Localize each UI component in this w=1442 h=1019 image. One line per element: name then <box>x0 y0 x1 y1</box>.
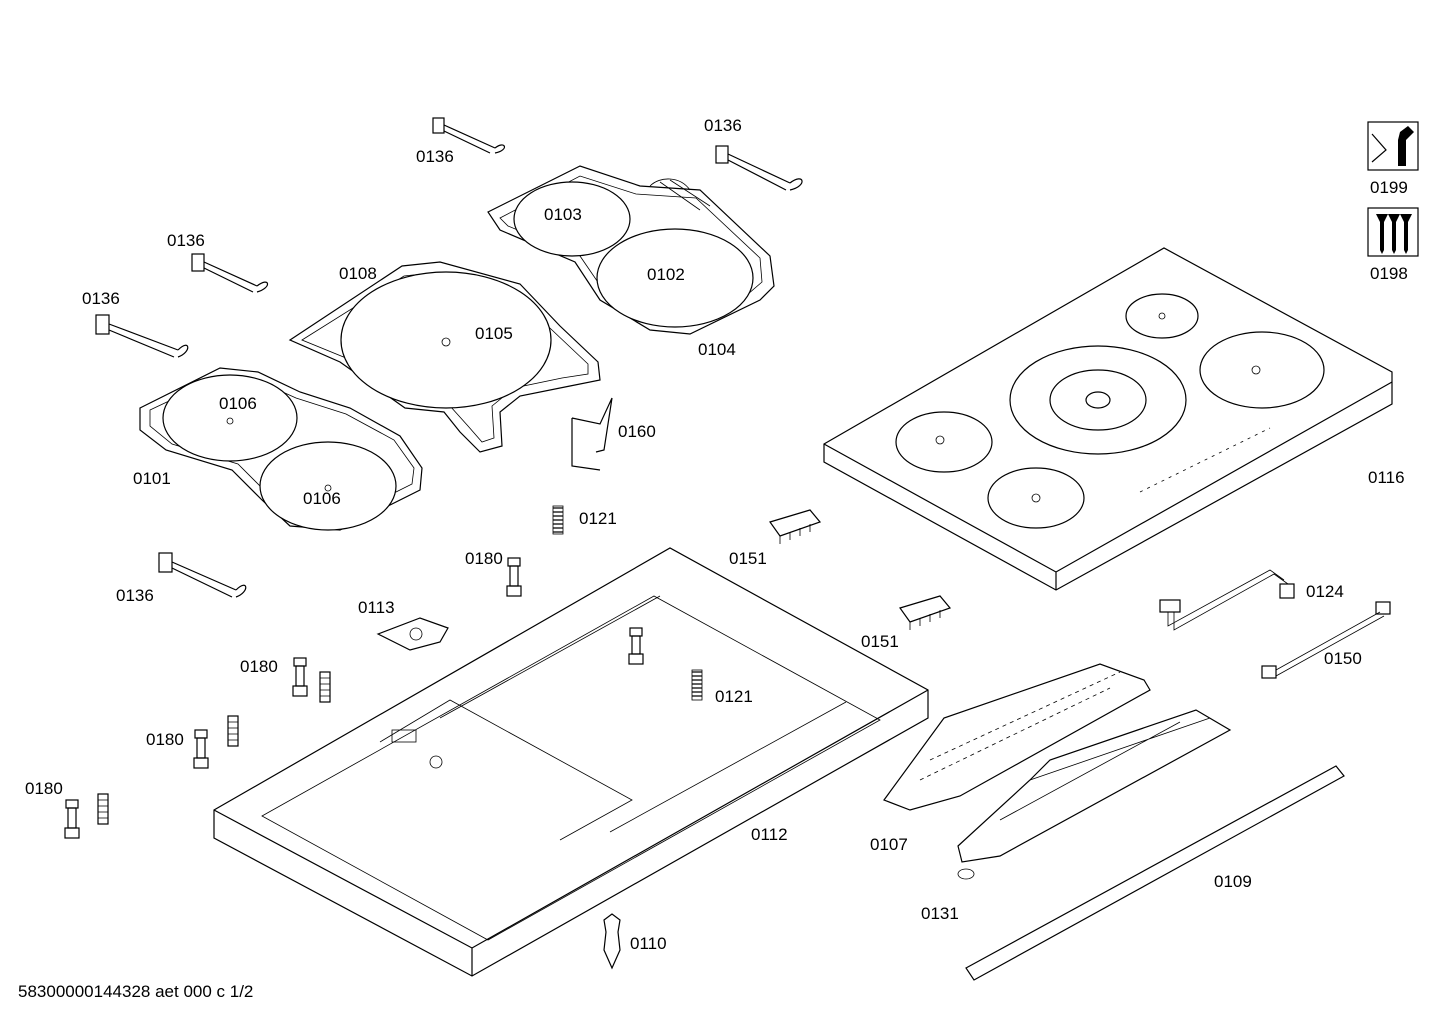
label-0104: 0104 <box>698 340 736 359</box>
foot-part-0180-c <box>193 729 209 769</box>
spring-part-near-0180-c <box>227 715 239 747</box>
carrier-part-0131 <box>957 709 1232 880</box>
label-0136-c: 0136 <box>167 231 205 250</box>
label-0102: 0102 <box>647 265 685 284</box>
strip-part-0109 <box>965 765 1345 981</box>
label-0136-b: 0136 <box>704 116 742 135</box>
label-0160: 0160 <box>618 422 656 441</box>
label-0136-a: 0136 <box>416 147 454 166</box>
spring-part-0121-a <box>552 505 564 535</box>
label-0151-a: 0151 <box>729 549 767 568</box>
label-0180-d: 0180 <box>25 779 63 798</box>
label-0136-d: 0136 <box>82 289 120 308</box>
heating-element-part-0105 <box>340 271 552 409</box>
spring-part-near-0180-d <box>97 793 109 825</box>
heating-element-part-0106-b <box>259 441 397 531</box>
cooktop-part-0116 <box>823 247 1393 591</box>
label-0101: 0101 <box>133 469 171 488</box>
label-0121-a: 0121 <box>579 509 617 528</box>
foot-part-0180-a <box>506 557 522 597</box>
label-0136-e: 0136 <box>116 586 154 605</box>
heating-element-part-0106-a <box>162 374 298 462</box>
heating-element-part-0102 <box>596 228 754 328</box>
label-0199: 0199 <box>1370 178 1408 197</box>
clamp-part-0136-d <box>95 314 189 358</box>
foot-part-0180-b <box>292 657 308 697</box>
label-0103: 0103 <box>544 205 582 224</box>
label-0116: 0116 <box>1368 468 1405 487</box>
bracket-part-0160 <box>571 397 613 471</box>
connector-part-0110 <box>603 913 621 970</box>
control-board-part-0107 <box>883 663 1151 811</box>
spring-part-0121-b <box>691 669 703 701</box>
wrench-icon <box>1367 121 1419 171</box>
clip-part-0151-b <box>899 595 952 630</box>
clamp-part-0136-b <box>715 145 803 191</box>
label-0106-b: 0106 <box>303 489 341 508</box>
clip-part-0151-a <box>769 509 822 544</box>
label-0105: 0105 <box>475 324 513 343</box>
document-footer-id: 58300000144328 aet 000 c 1/2 <box>18 982 254 1001</box>
clamp-part-0136-c <box>191 253 269 293</box>
label-0131: 0131 <box>921 904 959 923</box>
label-0180-c: 0180 <box>146 730 184 749</box>
label-0110: 0110 <box>630 934 667 953</box>
heating-element-part-0103 <box>513 181 631 257</box>
label-0112: 0112 <box>751 825 788 844</box>
frame-part-0112 <box>213 547 929 977</box>
label-0106-a: 0106 <box>219 394 257 413</box>
label-0180-b: 0180 <box>240 657 278 676</box>
clamp-part-0136-e <box>158 552 247 598</box>
foot-part-0180-d <box>64 799 80 839</box>
cable-part-0150 <box>1261 601 1391 679</box>
label-0113: 0113 <box>358 598 395 617</box>
screws-icon <box>1367 207 1419 257</box>
label-0124: 0124 <box>1306 582 1344 601</box>
foot-part-frame <box>628 627 644 665</box>
label-0107: 0107 <box>870 835 908 854</box>
label-0109: 0109 <box>1214 872 1252 891</box>
label-0150: 0150 <box>1324 649 1362 668</box>
label-0198: 0198 <box>1370 264 1408 283</box>
clamp-part-0136-a <box>432 117 505 154</box>
label-0121-b: 0121 <box>715 687 753 706</box>
label-0180-a: 0180 <box>465 549 503 568</box>
holder-part-0113 <box>376 617 449 651</box>
label-0108: 0108 <box>339 264 377 283</box>
cable-part-0124 <box>1159 569 1295 631</box>
label-0151-b: 0151 <box>861 632 899 651</box>
spring-part-near-0180-b <box>319 671 331 703</box>
